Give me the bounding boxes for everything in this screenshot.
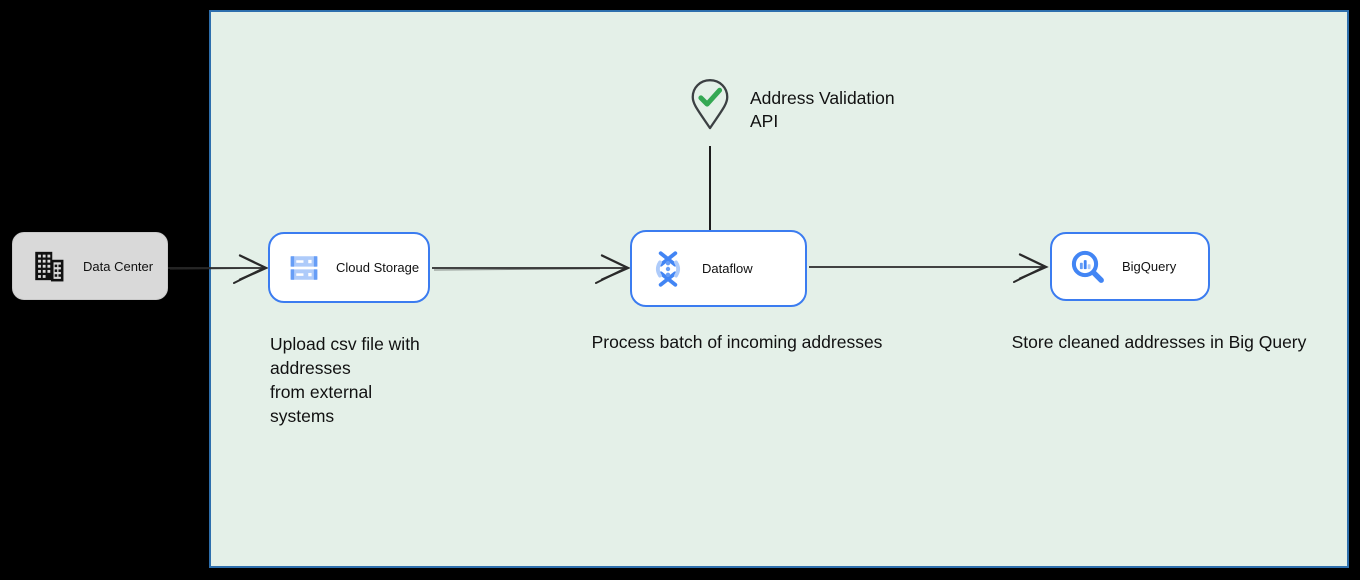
node-bigquery[interactable]: BigQuery (1050, 232, 1210, 301)
node-data-center[interactable]: Data Center (12, 232, 168, 300)
caption-dataflow: Process batch of incoming addresses (591, 332, 883, 352)
address-validation-node[interactable] (687, 76, 733, 143)
dataflow-icon (655, 250, 681, 287)
data-center-label: Data Center (83, 258, 154, 274)
node-cloud-storage[interactable]: Cloud Storage (268, 232, 430, 303)
data-center-icon (35, 251, 64, 282)
bigquery-icon (1071, 250, 1104, 283)
map-pin-check-icon (691, 79, 729, 130)
dataflow-label: Dataflow (702, 261, 753, 276)
cloud-storage-icon (290, 255, 318, 280)
caption-cloud-storage: Upload csv file with addresses from exte… (270, 334, 420, 426)
caption-bigquery: Store cleaned addresses in Big Query (1011, 332, 1307, 352)
cloud-storage-label: Cloud Storage (336, 260, 420, 275)
node-dataflow[interactable]: Dataflow (630, 230, 807, 307)
bigquery-label: BigQuery (1122, 259, 1177, 274)
address-validation-label: Address Validation API (750, 88, 895, 131)
